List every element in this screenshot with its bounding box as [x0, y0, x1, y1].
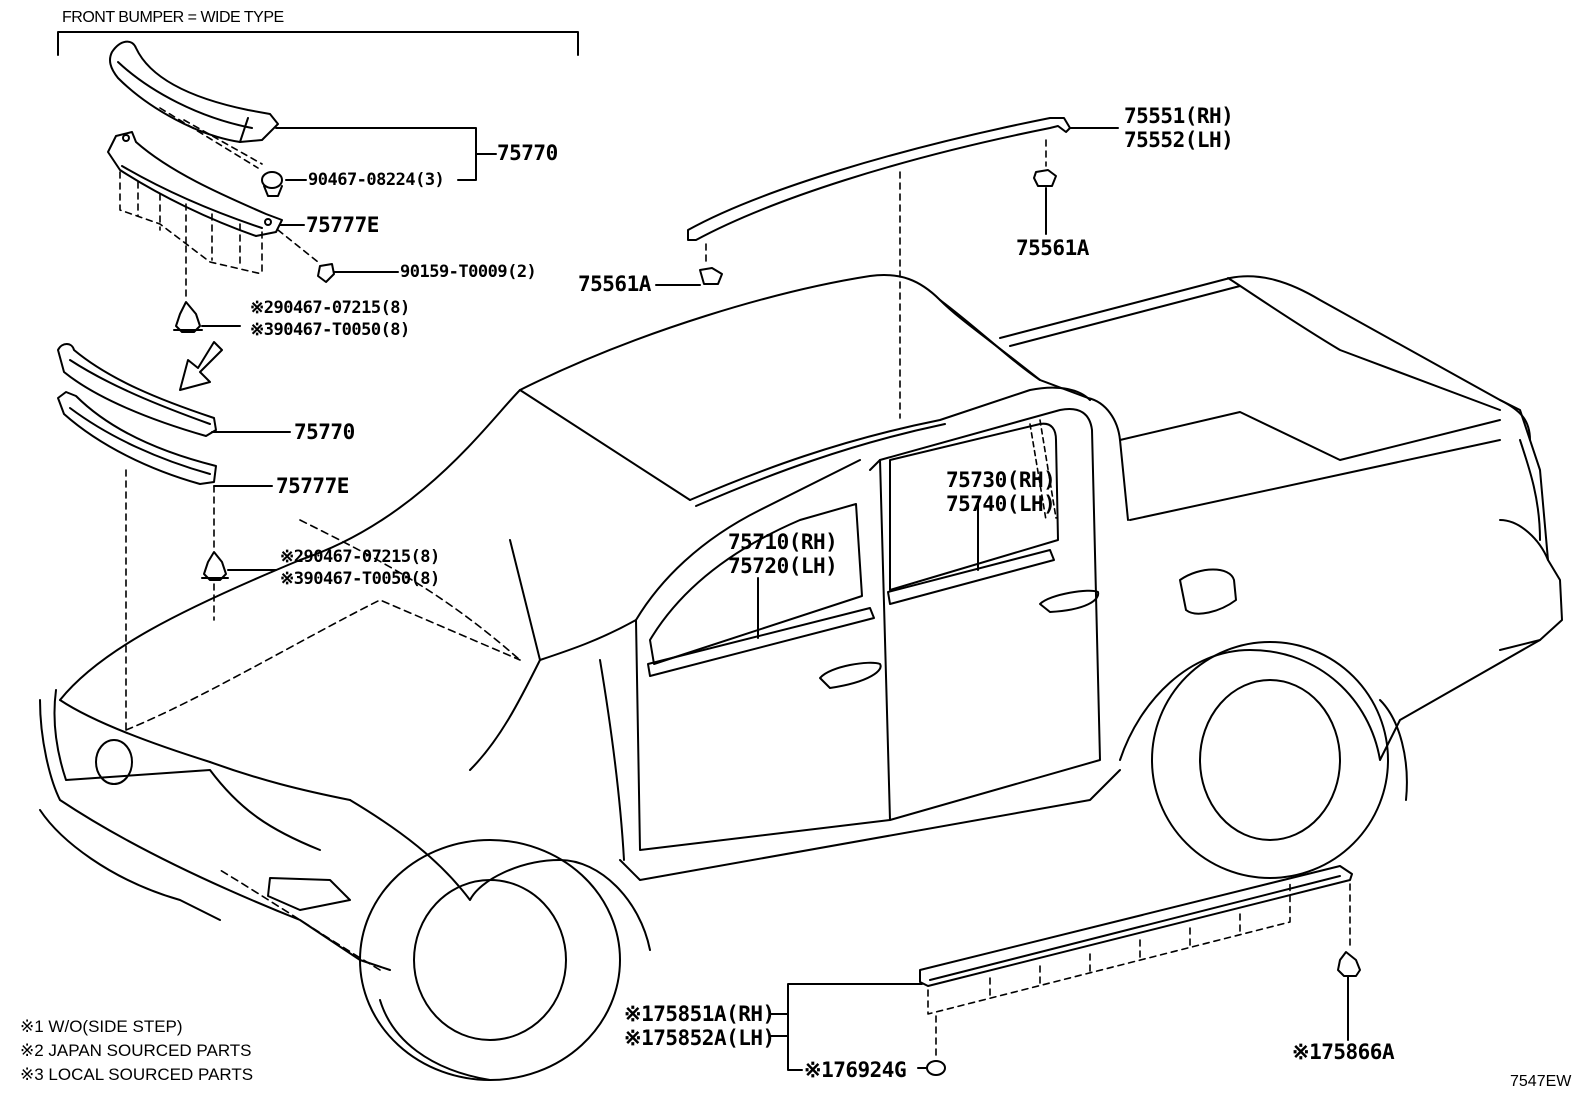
label-75551: 75551(RH) — [1124, 104, 1234, 128]
label-75710: 75710(RH) — [728, 530, 838, 554]
clip-75866A — [1338, 952, 1360, 1040]
label-75730: 75730(RH) — [946, 468, 1056, 492]
hood-molding-mid — [58, 344, 216, 436]
label-90467-08224: 90467-08224(3) — [308, 170, 445, 190]
label-clip-top-2: ※290467-07215(8) — [250, 298, 410, 318]
header-title: FRONT BUMPER = WIDE TYPE — [62, 9, 284, 26]
hood-molding-top — [110, 42, 278, 142]
diagram-code: 7547EW — [1510, 1073, 1572, 1090]
roof-leader-dash — [706, 140, 1046, 418]
label-90159: 90159-T0009(2) — [400, 262, 537, 282]
clip-fastener-top — [174, 302, 202, 332]
hood-dashed-outline — [126, 520, 520, 970]
label-75770-mid: 75770 — [294, 420, 355, 444]
clip-75561A-right — [1034, 170, 1056, 234]
hood-molding-retainer-top — [108, 132, 282, 236]
label-75851A: ※175851A(RH) — [624, 1002, 775, 1026]
label-75561A-left: 75561A — [578, 272, 651, 296]
clip-75561A-left — [656, 268, 722, 285]
leader-dash-mid — [126, 470, 214, 730]
hood-molding-retainer-mid — [58, 392, 216, 484]
retainer-ribs-top — [120, 108, 318, 300]
roof-drip-molding — [688, 118, 1118, 240]
note-2: ※2 JAPAN SOURCED PARTS — [20, 1041, 252, 1060]
leader-lines-mid — [212, 432, 290, 570]
wide-type-bracket — [58, 32, 578, 55]
label-75866A: ※175866A — [1292, 1040, 1395, 1064]
truck-body — [40, 275, 1562, 1080]
label-clip-top-3: ※390467-T0050(8) — [250, 320, 410, 340]
label-75777E-top: 75777E — [306, 213, 379, 237]
label-75561A-right: 75561A — [1016, 236, 1089, 260]
label-75777E-mid: 75777E — [276, 474, 349, 498]
label-clip-mid-2: ※290467-07215(8) — [280, 547, 440, 567]
label-75740: 75740(LH) — [946, 492, 1056, 516]
leader-lines-side — [758, 500, 978, 1070]
note-1: ※1 W/O(SIDE STEP) — [20, 1017, 183, 1036]
clip-fastener-mid — [202, 552, 228, 580]
leader-lines-top — [202, 128, 496, 326]
label-clip-mid-3: ※390467-T0050(8) — [280, 569, 440, 589]
clip-90467-08224 — [262, 172, 296, 196]
direction-arrow — [180, 342, 222, 390]
label-75770-top: 75770 — [497, 141, 558, 165]
label-76924G: ※176924G — [804, 1058, 907, 1082]
screw-90159 — [318, 264, 344, 282]
label-75852A: ※175852A(LH) — [624, 1026, 775, 1050]
label-75720: 75720(LH) — [728, 554, 838, 578]
note-3: ※3 LOCAL SOURCED PARTS — [20, 1065, 254, 1084]
side-step-ribs — [928, 884, 1350, 1060]
clip-76924G — [918, 1061, 945, 1075]
label-75552: 75552(LH) — [1124, 128, 1234, 152]
